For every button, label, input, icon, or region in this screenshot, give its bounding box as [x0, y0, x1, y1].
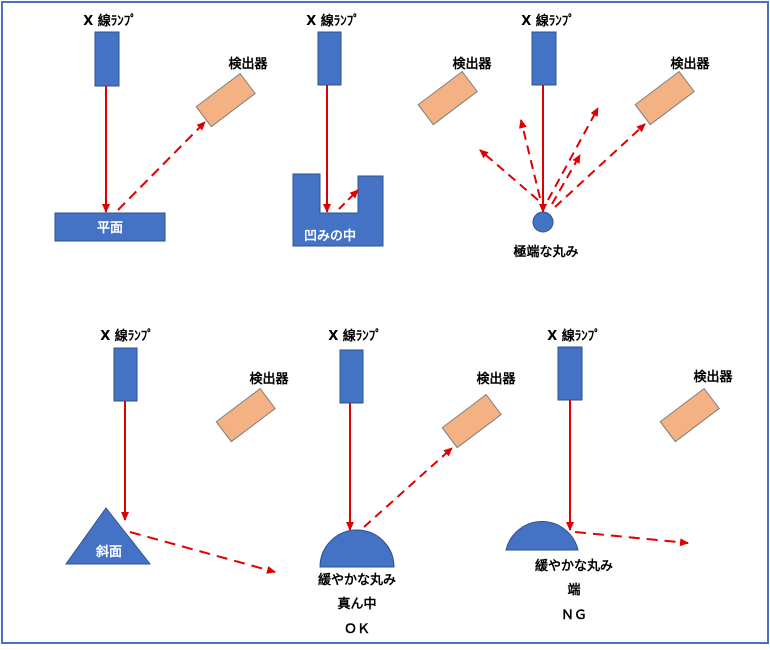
xray-lamp-icon	[317, 31, 342, 86]
xray-lamp-icon	[94, 31, 120, 87]
panel-sharp-round: X 線ﾗﾝﾌﾟ 検出器 極端な丸み	[479, 13, 710, 260]
reflected-beam	[129, 531, 276, 574]
flat-sample	[54, 212, 166, 242]
lamp-label: X 線ﾗﾝﾌﾟ	[100, 328, 154, 344]
scatter-beam	[554, 123, 646, 208]
panel-gentle-center: X 線ﾗﾝﾌﾟ 検出器 緩やかな丸み 真ん中 ＯＫ	[318, 328, 517, 637]
detector-icon	[417, 70, 478, 126]
lamp-label: X 線ﾗﾝﾌﾟ	[328, 328, 382, 344]
scatter-beam	[551, 154, 581, 205]
detector-label: 検出器	[452, 56, 492, 72]
detector-icon	[441, 393, 502, 449]
slope-sample	[65, 507, 152, 565]
sharp-round-sample	[532, 211, 554, 233]
reflected-beam	[338, 189, 359, 210]
reflected-beam	[117, 121, 206, 211]
detector-icon	[195, 72, 256, 128]
gentle-round-label: 緩やかな丸み	[318, 572, 396, 588]
lamp-label: X 線ﾗﾝﾌﾟ	[306, 13, 360, 29]
lamp-label: X 線ﾗﾝﾌﾟ	[83, 13, 137, 29]
detector-icon	[215, 387, 276, 443]
panel-flat: X 線ﾗﾝﾌﾟ 平面 検出器	[54, 13, 268, 242]
gentle-round-label: 緩やかな丸み	[535, 558, 613, 574]
lamp-label: X 線ﾗﾝﾌﾟ	[521, 13, 575, 29]
scatter-beam	[519, 119, 541, 199]
xray-lamp-icon	[339, 349, 364, 404]
reflected-beam	[574, 531, 689, 547]
ok-label: ＯＫ	[344, 622, 370, 637]
detector-icon	[659, 387, 720, 443]
detector-icon	[634, 70, 695, 126]
lamp-label: X 線ﾗﾝﾌﾟ	[547, 328, 601, 344]
scatter-beam	[547, 107, 599, 201]
edge-label: 端	[567, 582, 580, 598]
slope-label: 斜面	[95, 544, 122, 560]
detector-label: 検出器	[693, 369, 733, 385]
panel-slope: X 線ﾗﾝﾌﾟ 斜面 検出器	[65, 328, 289, 574]
xray-lamp-icon	[531, 31, 557, 86]
reflected-beam	[363, 447, 453, 528]
gentle-round-sample	[505, 521, 579, 551]
detector-label: 検出器	[670, 56, 710, 72]
scatter-beam	[479, 149, 539, 201]
gentle-round-sample	[319, 529, 395, 568]
center-label: 真ん中	[337, 596, 376, 612]
detector-label: 検出器	[249, 371, 289, 387]
xray-lamp-icon	[557, 346, 583, 401]
xray-lamp-icon	[113, 347, 138, 402]
detector-label: 検出器	[228, 56, 268, 72]
recess-sample	[292, 173, 384, 247]
detector-label: 検出器	[476, 371, 516, 387]
sharp-round-label: 極端な丸み	[512, 244, 578, 260]
recess-label: 凹みの中	[304, 228, 356, 244]
panel-gentle-edge: X 線ﾗﾝﾌﾟ 検出器 緩やかな丸み 端 ＮＧ	[505, 328, 733, 623]
panel-recess: X 線ﾗﾝﾌﾟ 凹みの中 検出器	[292, 13, 492, 247]
ng-label: ＮＧ	[561, 608, 587, 623]
flat-label: 平面	[97, 221, 123, 236]
